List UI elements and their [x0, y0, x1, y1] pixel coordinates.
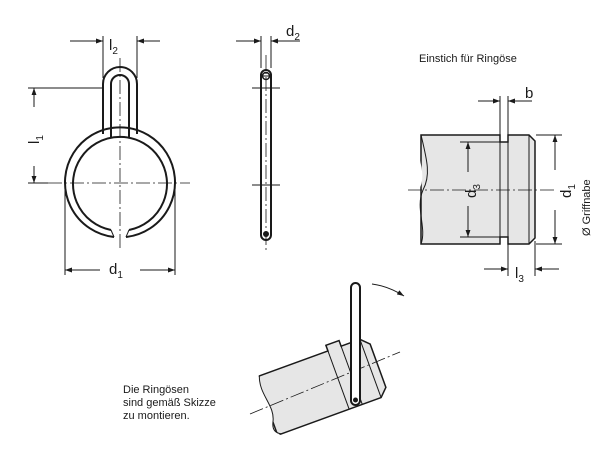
ring-side-view [252, 55, 280, 250]
assembly-centerline [249, 351, 401, 415]
dimension-l2: l2 [70, 36, 160, 78]
dimension-d2: d2 [236, 23, 300, 68]
dimension-l3: l3 [484, 241, 559, 285]
groove-title: Einstich für Ringöse [419, 53, 517, 65]
dimension-b: b [478, 85, 533, 142]
dimension-d3: d3 [460, 141, 500, 238]
assembly-sketch [240, 338, 387, 443]
label-d3: d3 [463, 184, 483, 198]
dimension-l1: l1 [26, 87, 102, 184]
label-b: b [525, 85, 533, 102]
rotation-arrow [371, 283, 405, 297]
label-hub-diameter: Ø Griffnabe [581, 179, 593, 236]
label-d1-ring: d1 [109, 261, 123, 281]
label-d1-groove: d1 [558, 184, 578, 198]
label-d2: d2 [286, 23, 300, 43]
groove-detail [404, 133, 555, 246]
label-l2: l2 [109, 37, 118, 57]
ring-front-view [48, 58, 190, 248]
dimension-d1-groove: d1 Ø Griffnabe [536, 134, 593, 245]
ring-pin [350, 282, 361, 406]
dimension-d1-ring: d1 [64, 185, 176, 281]
assembly-note: Die Ringösen sind gemäß Skizze zu montie… [123, 384, 219, 422]
label-l3: l3 [515, 265, 524, 285]
label-l1: l1 [26, 135, 46, 144]
